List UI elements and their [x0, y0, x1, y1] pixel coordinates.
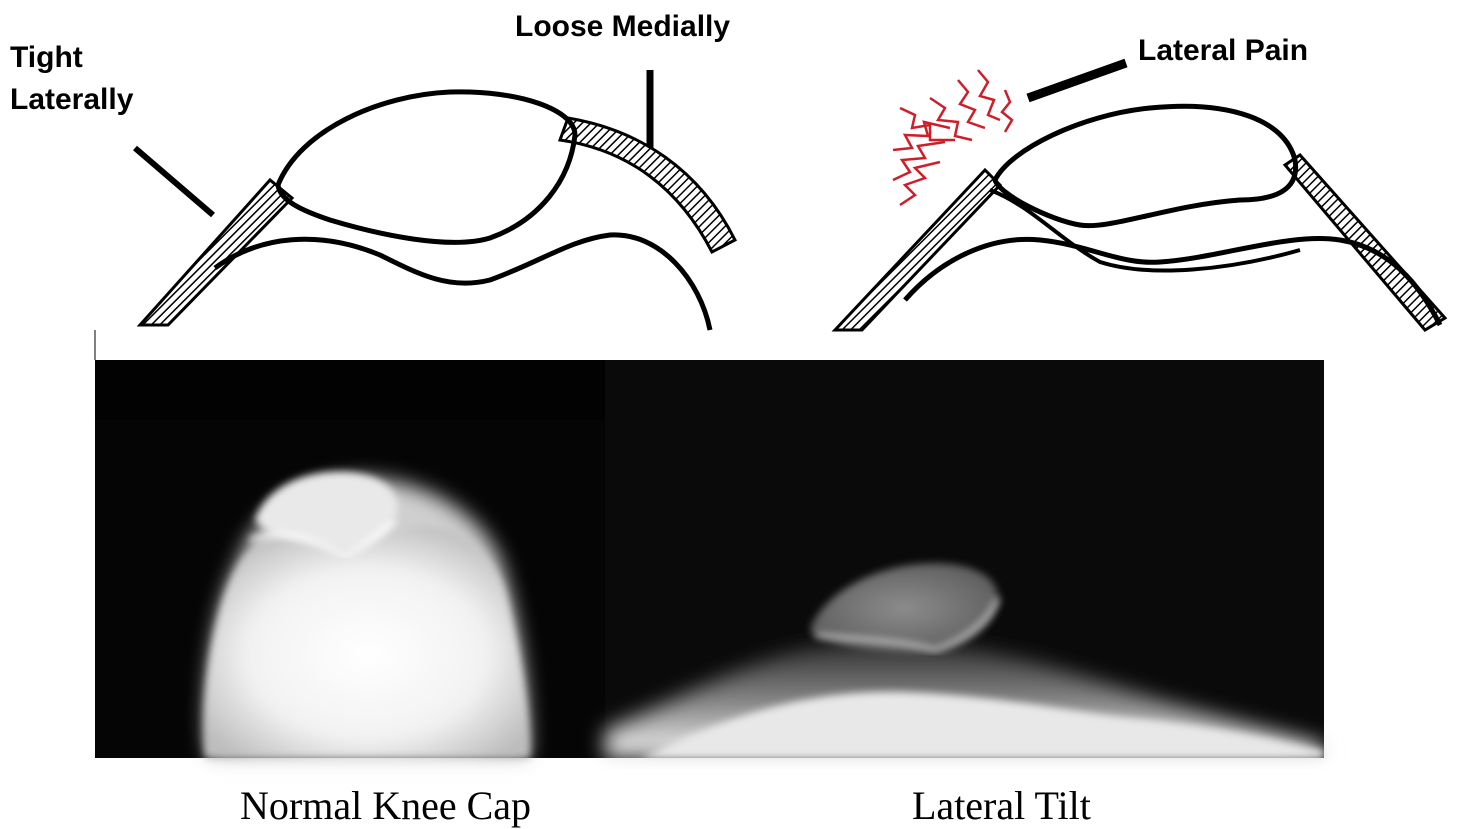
patella-left — [278, 92, 575, 242]
femur-groove-left — [215, 235, 710, 330]
lateral-retinaculum-left — [140, 180, 292, 325]
left-patella-diagram — [135, 70, 735, 330]
xray-lateral-tilt — [605, 360, 1324, 758]
caption-normal-knee-cap: Normal Knee Cap — [240, 782, 531, 829]
right-patella-diagram — [835, 63, 1445, 330]
xray-panel — [95, 330, 1324, 758]
pain-pointer-line — [1028, 63, 1126, 98]
caption-lateral-tilt: Lateral Tilt — [912, 782, 1091, 829]
femur-line-right — [990, 190, 1300, 271]
medial-retinaculum-right — [1285, 155, 1445, 330]
tight-pointer-line — [135, 148, 213, 215]
patella-right — [995, 106, 1296, 225]
